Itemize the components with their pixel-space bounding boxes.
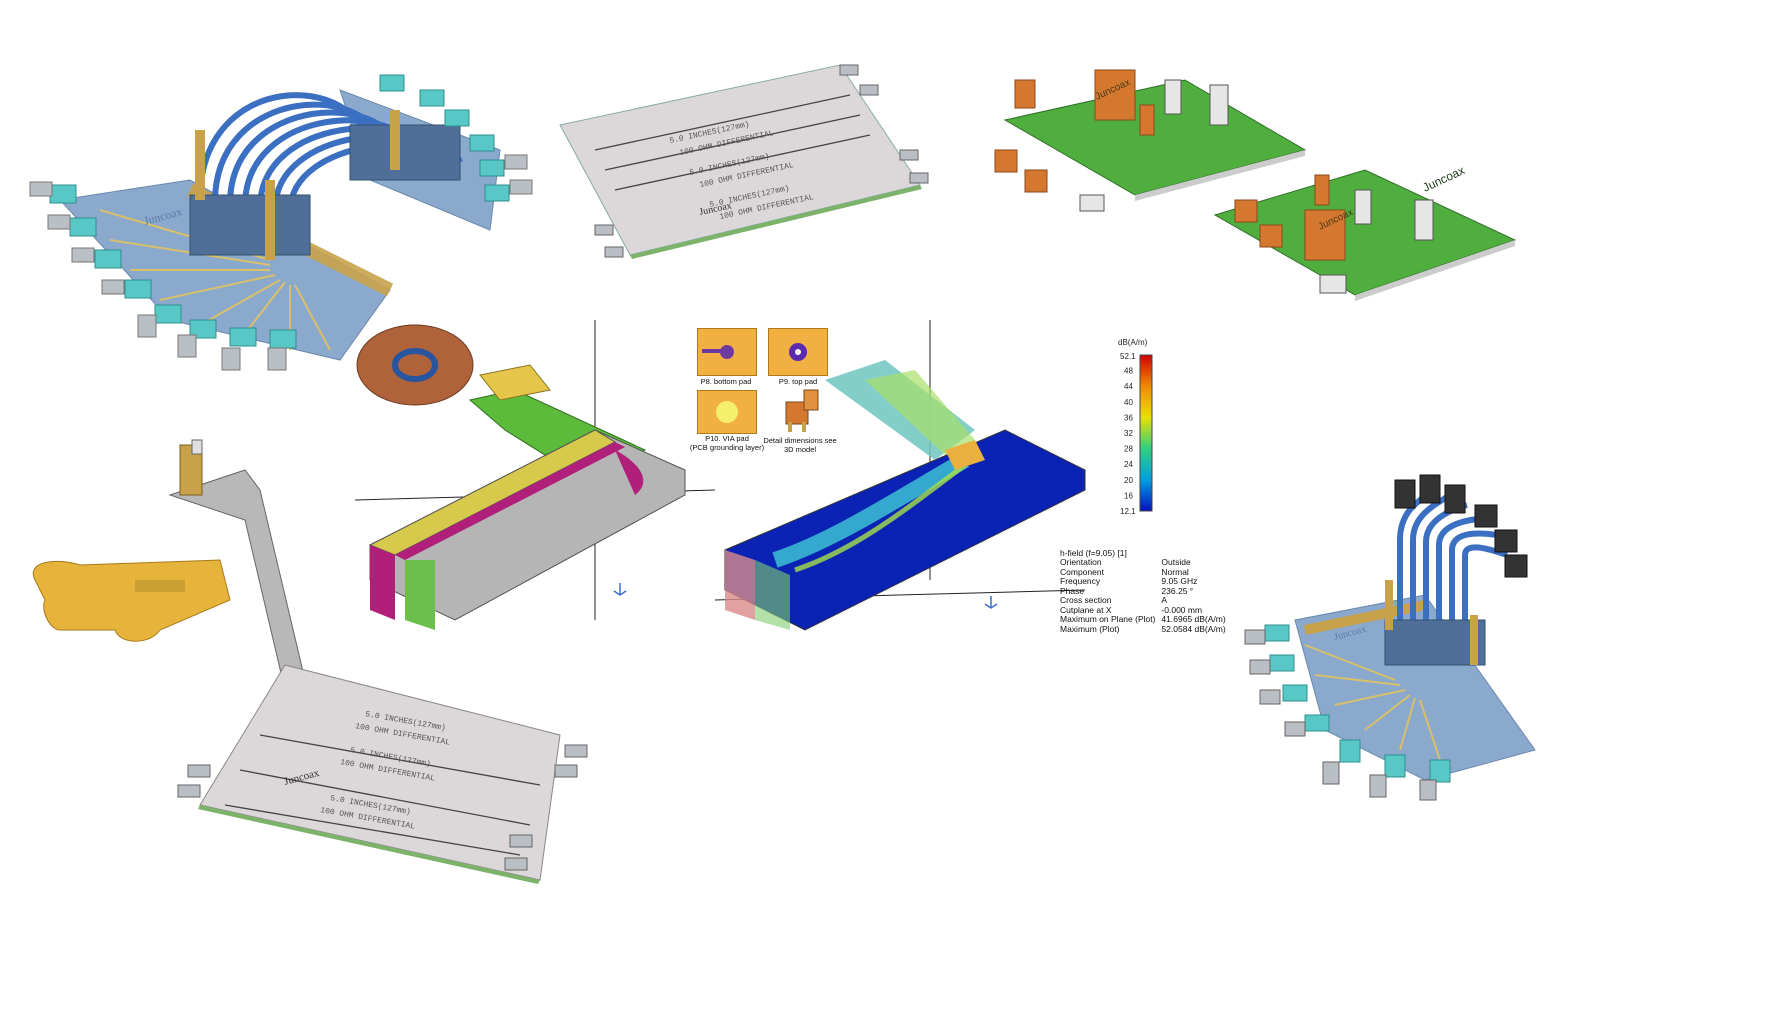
colorbar-tick-label: 24 — [1124, 460, 1133, 469]
field-info-row: Frequency 9.05 GHz — [1060, 576, 1232, 587]
colorbar-tick-label: 20 — [1124, 476, 1133, 485]
field-info-key: Frequency — [1060, 576, 1101, 586]
colorbar: dB(A/m) 52.1 12.1 48 44 40 36 32 28 24 20 16 — [1118, 338, 1153, 516]
pad-p8-image — [697, 328, 757, 376]
svg-text:Juncoax: Juncoax — [1420, 163, 1466, 195]
pad-p8-caption: P8. bottom pad — [700, 377, 752, 386]
field-info-key: Phase — [1060, 585, 1085, 596]
field-info-value: A — [1161, 595, 1168, 605]
pad-p9-image — [768, 328, 828, 376]
field-info-row: Cross section A — [1060, 595, 1232, 606]
yellow-fixture — [32, 559, 231, 642]
fanout-cable-assembly-image: Juncoax — [29, 74, 533, 371]
field-info-value: Outside — [1161, 557, 1191, 567]
field-info-row: Component Normal — [1060, 566, 1232, 578]
mesh-zoom-inset — [356, 324, 474, 406]
field-info-key: Maximum on Plane (Plot) — [1060, 614, 1156, 624]
field-info-value: 9.05 GHz — [1161, 576, 1198, 586]
colorbar-tick-label: 16 — [1124, 491, 1133, 500]
field-info-title: h-field (f=9.05) [1] — [1060, 548, 1127, 558]
colorbar-tick-label: 48 — [1124, 367, 1133, 376]
pad-p10-caption: P10. VIA pad (PCB grounding layer) — [689, 434, 765, 452]
colorbar-tick-label: 40 — [1124, 398, 1133, 407]
field-info-row: Orientation Outside — [1060, 557, 1232, 568]
fanout-board-right — [1294, 594, 1536, 781]
green-pcb-assembly-image: Juncoax Juncoax Juncoax — [994, 69, 1517, 301]
pad-p10-image — [697, 390, 757, 434]
field-info-value: 41.6965 dB(A/m) — [1161, 614, 1226, 624]
differential-pcb-top-image: 5.0 INCHES(127mm) 100 OHM DIFFERENTIAL 5… — [559, 64, 929, 259]
field-info-row: Maximum on Plane (Plot) 41.6965 dB(A/m) — [1060, 614, 1232, 625]
field-info-value: -0.000 mm — [1161, 604, 1203, 615]
field-info-key: Maximum (Plot) — [1060, 623, 1120, 634]
field-info-value: 52.0584 dB(A/m) — [1161, 623, 1226, 634]
fanout-assembly-right-image: Juncoax — [1244, 474, 1536, 801]
mesh-simulation-image — [354, 320, 716, 630]
colorbar-tick-label: 36 — [1124, 413, 1133, 422]
field-info-row: Phase 236.25 ° — [1060, 585, 1232, 597]
field-info-key: Cutplane at X — [1060, 604, 1112, 615]
colorbar-tick-label: 44 — [1124, 382, 1133, 391]
colorbar-tick-label: 28 — [1124, 445, 1133, 454]
field-info-key: Orientation — [1060, 557, 1102, 567]
colorbar-min: 12.1 — [1120, 507, 1136, 516]
detail-caption: Detail dimensions see 3D model — [763, 436, 837, 454]
green-pcb-1 — [1003, 79, 1307, 196]
sma-connector-detail-image — [785, 389, 819, 432]
field-info-key: Component — [1060, 566, 1104, 577]
pad-p9-caption: P9. top pad — [778, 377, 818, 386]
field-info-value: Normal — [1161, 566, 1189, 577]
field-info-value: 236.25 ° — [1161, 585, 1194, 596]
field-info-row: Maximum (Plot) 52.0584 dB(A/m) — [1060, 623, 1232, 635]
field-info-row: Cutplane at X -0.000 mm — [1060, 604, 1232, 616]
field-info-key: Cross section — [1060, 595, 1112, 605]
field-simulation-image — [714, 320, 1086, 631]
fixture-with-pcb-image: 5.0 INCHES(127mm) 100 OHM DIFFERENTIAL 5… — [32, 439, 588, 884]
colorbar-unit: dB(A/m) — [1118, 338, 1148, 347]
colorbar-tick-label: 32 — [1124, 429, 1133, 438]
colorbar-max: 52.1 — [1120, 352, 1136, 361]
